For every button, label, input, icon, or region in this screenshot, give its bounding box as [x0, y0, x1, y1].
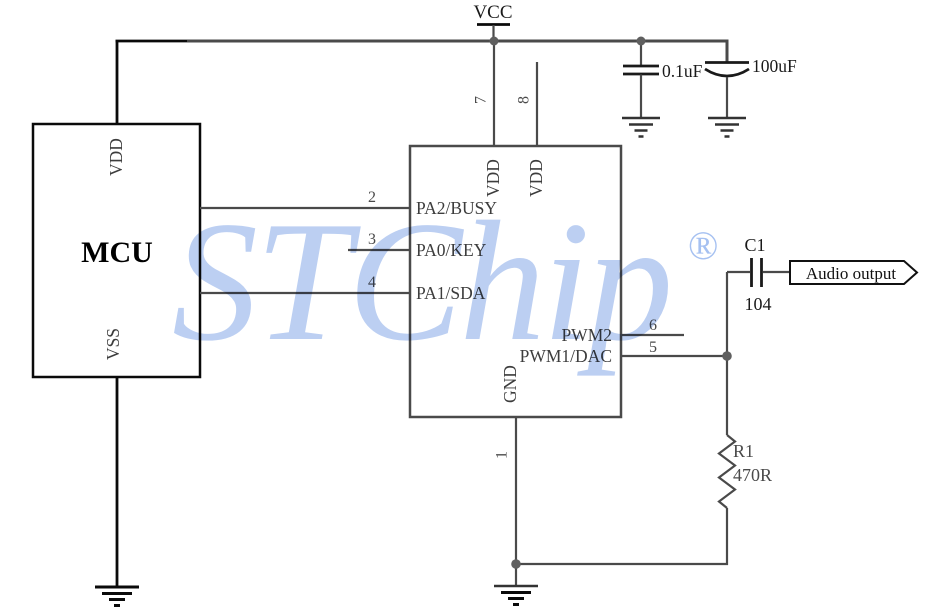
bulk-cap-value: 100uF: [752, 56, 797, 76]
bypass-capacitor: 0.1uF: [622, 41, 703, 138]
output-network: C1 104 Audio output R1 470R: [494, 235, 919, 606]
junction-dots: [489, 36, 732, 569]
resistor-ref: R1: [733, 441, 754, 461]
audio-chip-block: 7 8 VDD VDD 2 PA2/BUSY 3 PA0/KEY 4 PA1/S…: [200, 41, 727, 565]
coupling-cap-ref: C1: [744, 235, 765, 255]
audio-output-flag: Audio output: [789, 260, 919, 285]
center-ground-symbol: [494, 584, 538, 606]
vcc-net-label: VCC: [473, 2, 512, 23]
coupling-capacitor: C1 104: [744, 235, 771, 314]
vcc-power-symbol: VCC: [473, 2, 513, 41]
pin2-name-label: PA2/BUSY: [416, 198, 497, 218]
pin4-number: 4: [368, 274, 376, 291]
pin8-number: 8: [516, 96, 533, 104]
resistor-zigzag: [717, 434, 737, 509]
mcu-box: [31, 122, 202, 379]
mcu-block: VDD MCU VSS: [31, 41, 202, 587]
pin7-name-label: VDD: [483, 159, 503, 197]
junction-dot-ground: [511, 559, 521, 569]
pin4-name-label: PA1/SDA: [416, 283, 486, 303]
pin2-number: 2: [368, 189, 376, 206]
pin1-name-label: GND: [500, 365, 520, 403]
bulk-cap-ground-symbol: [708, 116, 746, 138]
audio-output-label: Audio output: [806, 264, 896, 283]
mcu-pin-vdd-label: VDD: [106, 138, 126, 176]
junction-dot-vcc: [489, 36, 499, 46]
pin3-name-label: PA0/KEY: [416, 240, 487, 260]
pin3-number: 3: [368, 231, 376, 248]
pin8-name-label: VDD: [526, 159, 546, 197]
bypass-cap-ground-symbol: [622, 116, 660, 138]
bulk-cap-plate-curved: [704, 67, 750, 78]
pin5-name-label: PWM1/DAC: [520, 346, 612, 366]
resistor-value: 470R: [733, 465, 772, 485]
pin1-number: 1: [494, 451, 511, 459]
pin6-name-label: PWM2: [561, 325, 612, 345]
resistor-r1: R1 470R: [717, 356, 772, 565]
mcu-pin-vss-label: VSS: [103, 328, 123, 360]
bulk-capacitor: 100uF: [704, 39, 797, 138]
pin5-number: 5: [649, 339, 657, 356]
coupling-cap-value: 104: [745, 294, 772, 314]
bypass-cap-value: 0.1uF: [662, 61, 703, 81]
pin6-number: 6: [649, 317, 657, 334]
pin7-number: 7: [473, 96, 490, 104]
junction-dot-bypass: [636, 36, 646, 46]
mcu-ground-symbol: [95, 585, 139, 607]
mcu-title: MCU: [81, 236, 153, 269]
audio-chip-box: [408, 144, 623, 419]
junction-dot-output: [722, 351, 732, 361]
audio-output-flag-shape: [789, 260, 919, 285]
